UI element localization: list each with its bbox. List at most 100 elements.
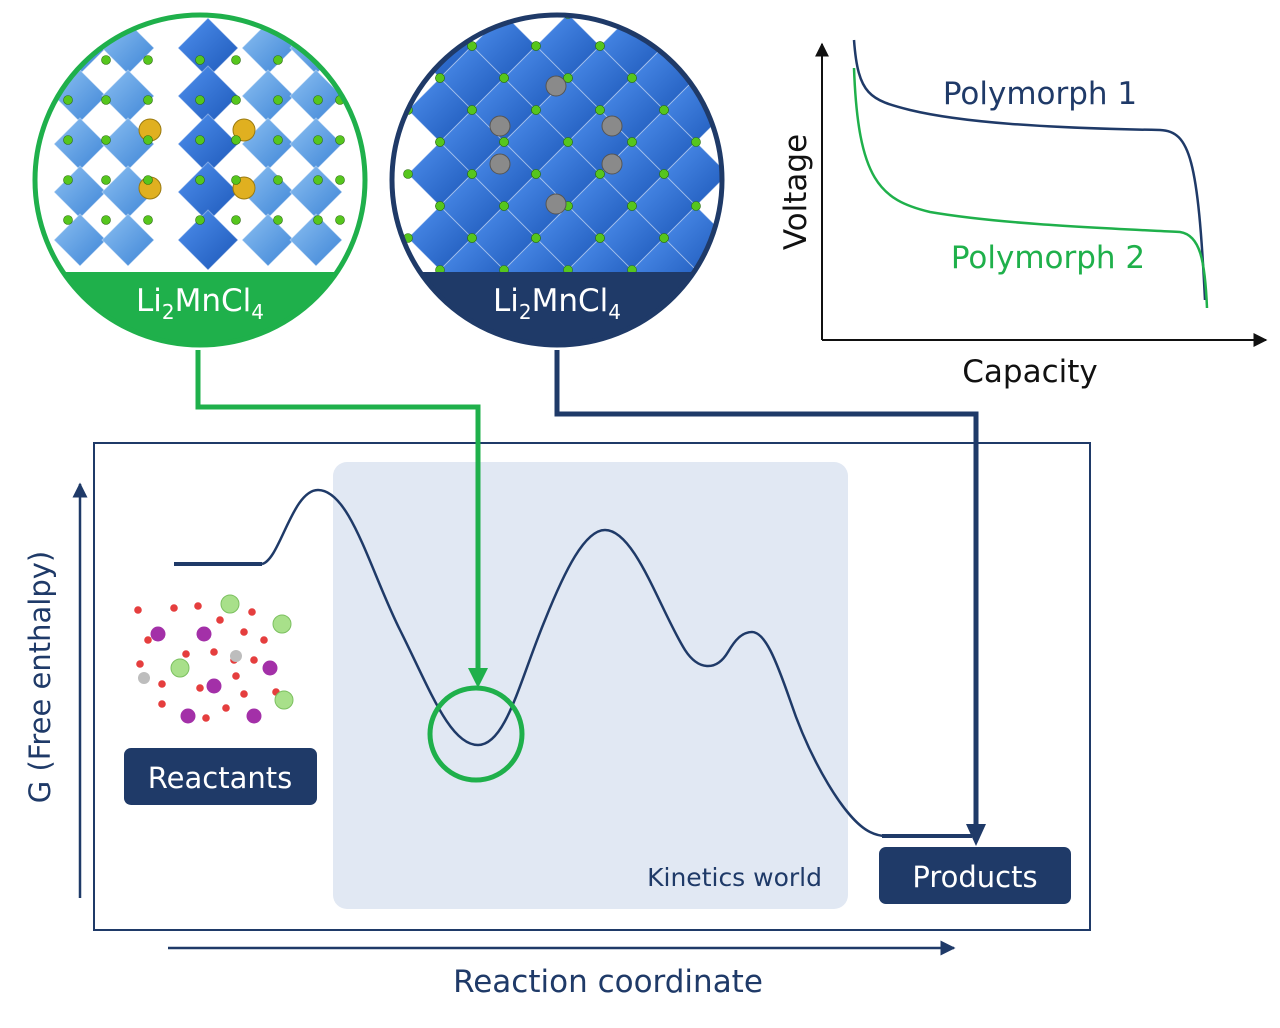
right-structure-ring [389, 12, 725, 348]
green-connector-line [195, 350, 481, 672]
green-particle [272, 614, 292, 634]
chlorine-atom [403, 169, 413, 179]
lithium-site-atom [601, 115, 623, 137]
chlorine-atom [231, 175, 241, 185]
chlorine-atom [195, 135, 205, 145]
reactant-particles [134, 594, 294, 724]
green-particle [170, 658, 190, 678]
chlorine-atom [499, 201, 509, 211]
chlorine-atom [659, 169, 669, 179]
chlorine-atom [313, 135, 323, 145]
chlorine-atom [335, 135, 345, 145]
right-formula-label: Li2MnCl4 [493, 283, 621, 324]
purple-particle [262, 660, 278, 676]
chlorine-atom [63, 135, 73, 145]
kinetics-world-region [333, 462, 848, 909]
red-particle [250, 656, 258, 664]
chlorine-atom [435, 201, 445, 211]
chlorine-atom [659, 105, 669, 115]
red-particle [158, 680, 166, 688]
navy-connector-arrowhead [966, 824, 986, 846]
chlorine-atom [273, 175, 283, 185]
red-particle [202, 714, 210, 722]
chlorine-atom [499, 15, 509, 19]
products-badge [879, 847, 1071, 904]
chlorine-atom [101, 175, 111, 185]
chlorine-atom [101, 95, 111, 105]
chlorine-atom [499, 73, 509, 83]
chlorine-atom [231, 215, 241, 225]
chlorine-atom [531, 41, 541, 51]
purple-particle [206, 678, 222, 694]
metastable-minimum-marker [427, 685, 525, 783]
polymorph-2-curve [852, 67, 1209, 309]
chlorine-atom [335, 55, 345, 65]
octahedron [53, 213, 107, 267]
red-particle [134, 606, 142, 614]
chlorine-atom [273, 135, 283, 145]
red-particle [170, 604, 178, 612]
chlorine-atom [467, 169, 477, 179]
red-particle [210, 648, 218, 656]
chlorine-atom [101, 135, 111, 145]
chlorine-atom [195, 215, 205, 225]
octahedron [289, 213, 343, 267]
chlorine-atom [231, 95, 241, 105]
chlorine-atom [531, 169, 541, 179]
left-crystal-structure-image [53, 17, 345, 271]
chlorine-atom [313, 175, 323, 185]
chlorine-atom [195, 95, 205, 105]
green-particle [220, 594, 240, 614]
polymorph-2-label: Polymorph 2 [951, 240, 1145, 276]
red-particle [222, 704, 230, 712]
chlorine-atom [691, 15, 701, 19]
chlorine-atom [273, 55, 283, 65]
chlorine-atom [595, 233, 605, 243]
octahedron [241, 213, 295, 267]
lithium-atom [232, 118, 256, 142]
chlorine-atom [499, 137, 509, 147]
chlorine-atom [231, 55, 241, 65]
chlorine-atom [101, 215, 111, 225]
red-particle [182, 650, 190, 658]
lithium-site-atom [545, 193, 567, 215]
left-structure-panel: Li2MnCl4 [32, 12, 368, 348]
red-particle [232, 672, 240, 680]
reactants-label: Reactants [148, 761, 292, 795]
purple-particle [150, 626, 166, 642]
navy-connector-line [554, 350, 979, 826]
free-enthalpy-curve [261, 488, 970, 838]
chlorine-atom [563, 73, 573, 83]
free-enthalpy-axis-label: G (Free enthalpy) [23, 551, 57, 803]
chlorine-atom [143, 95, 153, 105]
green-particle [274, 690, 294, 710]
capacity-axis-label: Capacity [962, 354, 1097, 390]
purple-particle [180, 708, 196, 724]
energy-landscape-diagram: Kinetics world G (Free enthalpy) Reactio… [23, 442, 1091, 1000]
voltage-axis-label: Voltage [778, 134, 814, 250]
red-particle [216, 616, 224, 624]
chlorine-atom [659, 233, 669, 243]
chlorine-atom [435, 73, 445, 83]
chlorine-atom [467, 233, 477, 243]
chlorine-atom [627, 73, 637, 83]
connector-arrows [195, 350, 986, 846]
red-particle [240, 628, 248, 636]
chlorine-atom [595, 41, 605, 51]
chlorine-atom [101, 55, 111, 65]
purple-particle [246, 708, 262, 724]
grey-particle [138, 672, 150, 684]
chlorine-atom [563, 137, 573, 147]
chlorine-atom [231, 135, 241, 145]
chlorine-atom [195, 55, 205, 65]
lithium-site-atom [601, 153, 623, 175]
chlorine-atom [627, 137, 637, 147]
chlorine-atom [403, 41, 413, 51]
diagram-frame [93, 442, 1091, 931]
chlorine-atom [595, 105, 605, 115]
chlorine-atom [143, 55, 153, 65]
octahedron [177, 209, 239, 271]
red-particle [144, 636, 152, 644]
chlorine-atom [531, 105, 541, 115]
chlorine-atom [63, 55, 73, 65]
